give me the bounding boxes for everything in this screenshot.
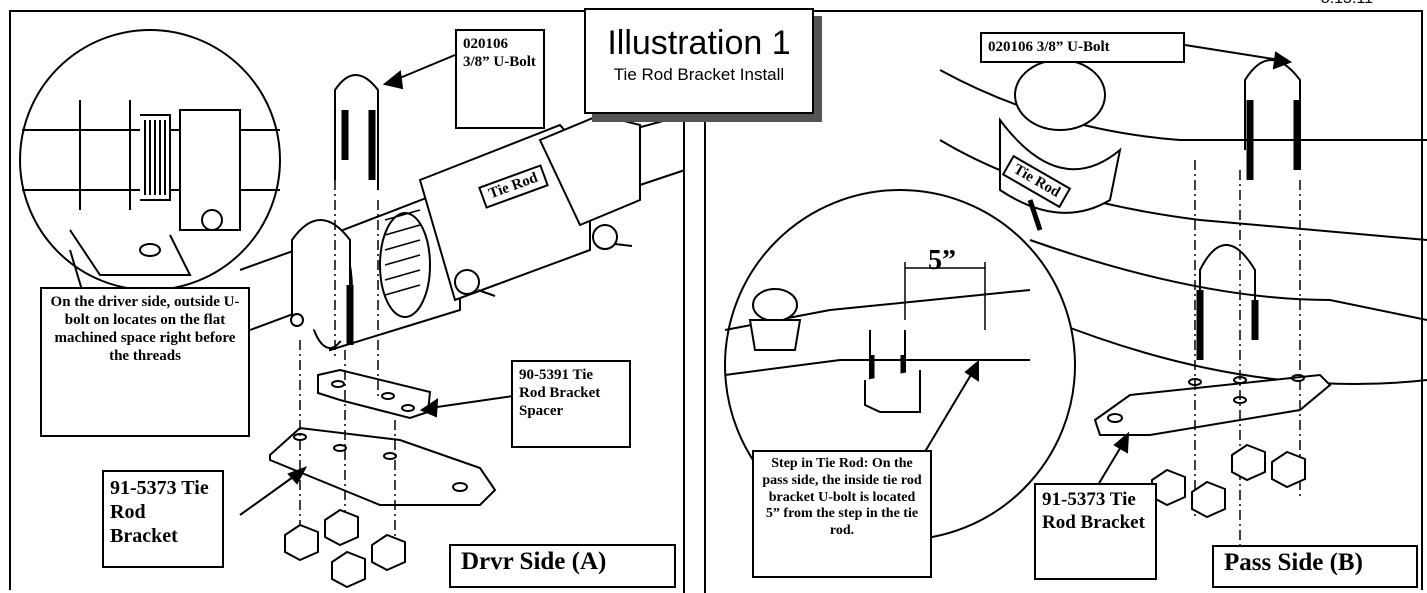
- spacer-label: 90-5391 Tie Rod Bracket Spacer: [511, 360, 631, 448]
- ubolt-label-right: 020106 3/8” U-Bolt: [980, 32, 1185, 63]
- panel-divider-right: [704, 10, 706, 593]
- bracket-label-right: 91-5373 Tie Rod Bracket: [1034, 483, 1157, 580]
- dimension-label: 5”: [928, 245, 956, 276]
- panel-divider: [683, 10, 685, 593]
- driver-side-label: Drvr Side (A): [449, 544, 676, 588]
- ubolt-label-left: 020106 3/8” U-Bolt: [455, 29, 545, 129]
- driver-side-note: On the driver side, outside U-bolt on lo…: [40, 287, 250, 437]
- bracket-label-left: 91-5373 Tie Rod Bracket: [102, 470, 224, 568]
- illustration-title-box: Illustration 1 Tie Rod Bracket Install: [584, 8, 814, 114]
- illustration-title: Illustration 1: [607, 24, 791, 62]
- pass-side-label: Pass Side (B): [1212, 545, 1418, 588]
- revision-date: 8.15.11: [1321, 0, 1373, 8]
- pass-side-note: Step in Tie Rod: On the pass side, the i…: [752, 450, 932, 578]
- illustration-subtitle: Tie Rod Bracket Install: [613, 65, 785, 84]
